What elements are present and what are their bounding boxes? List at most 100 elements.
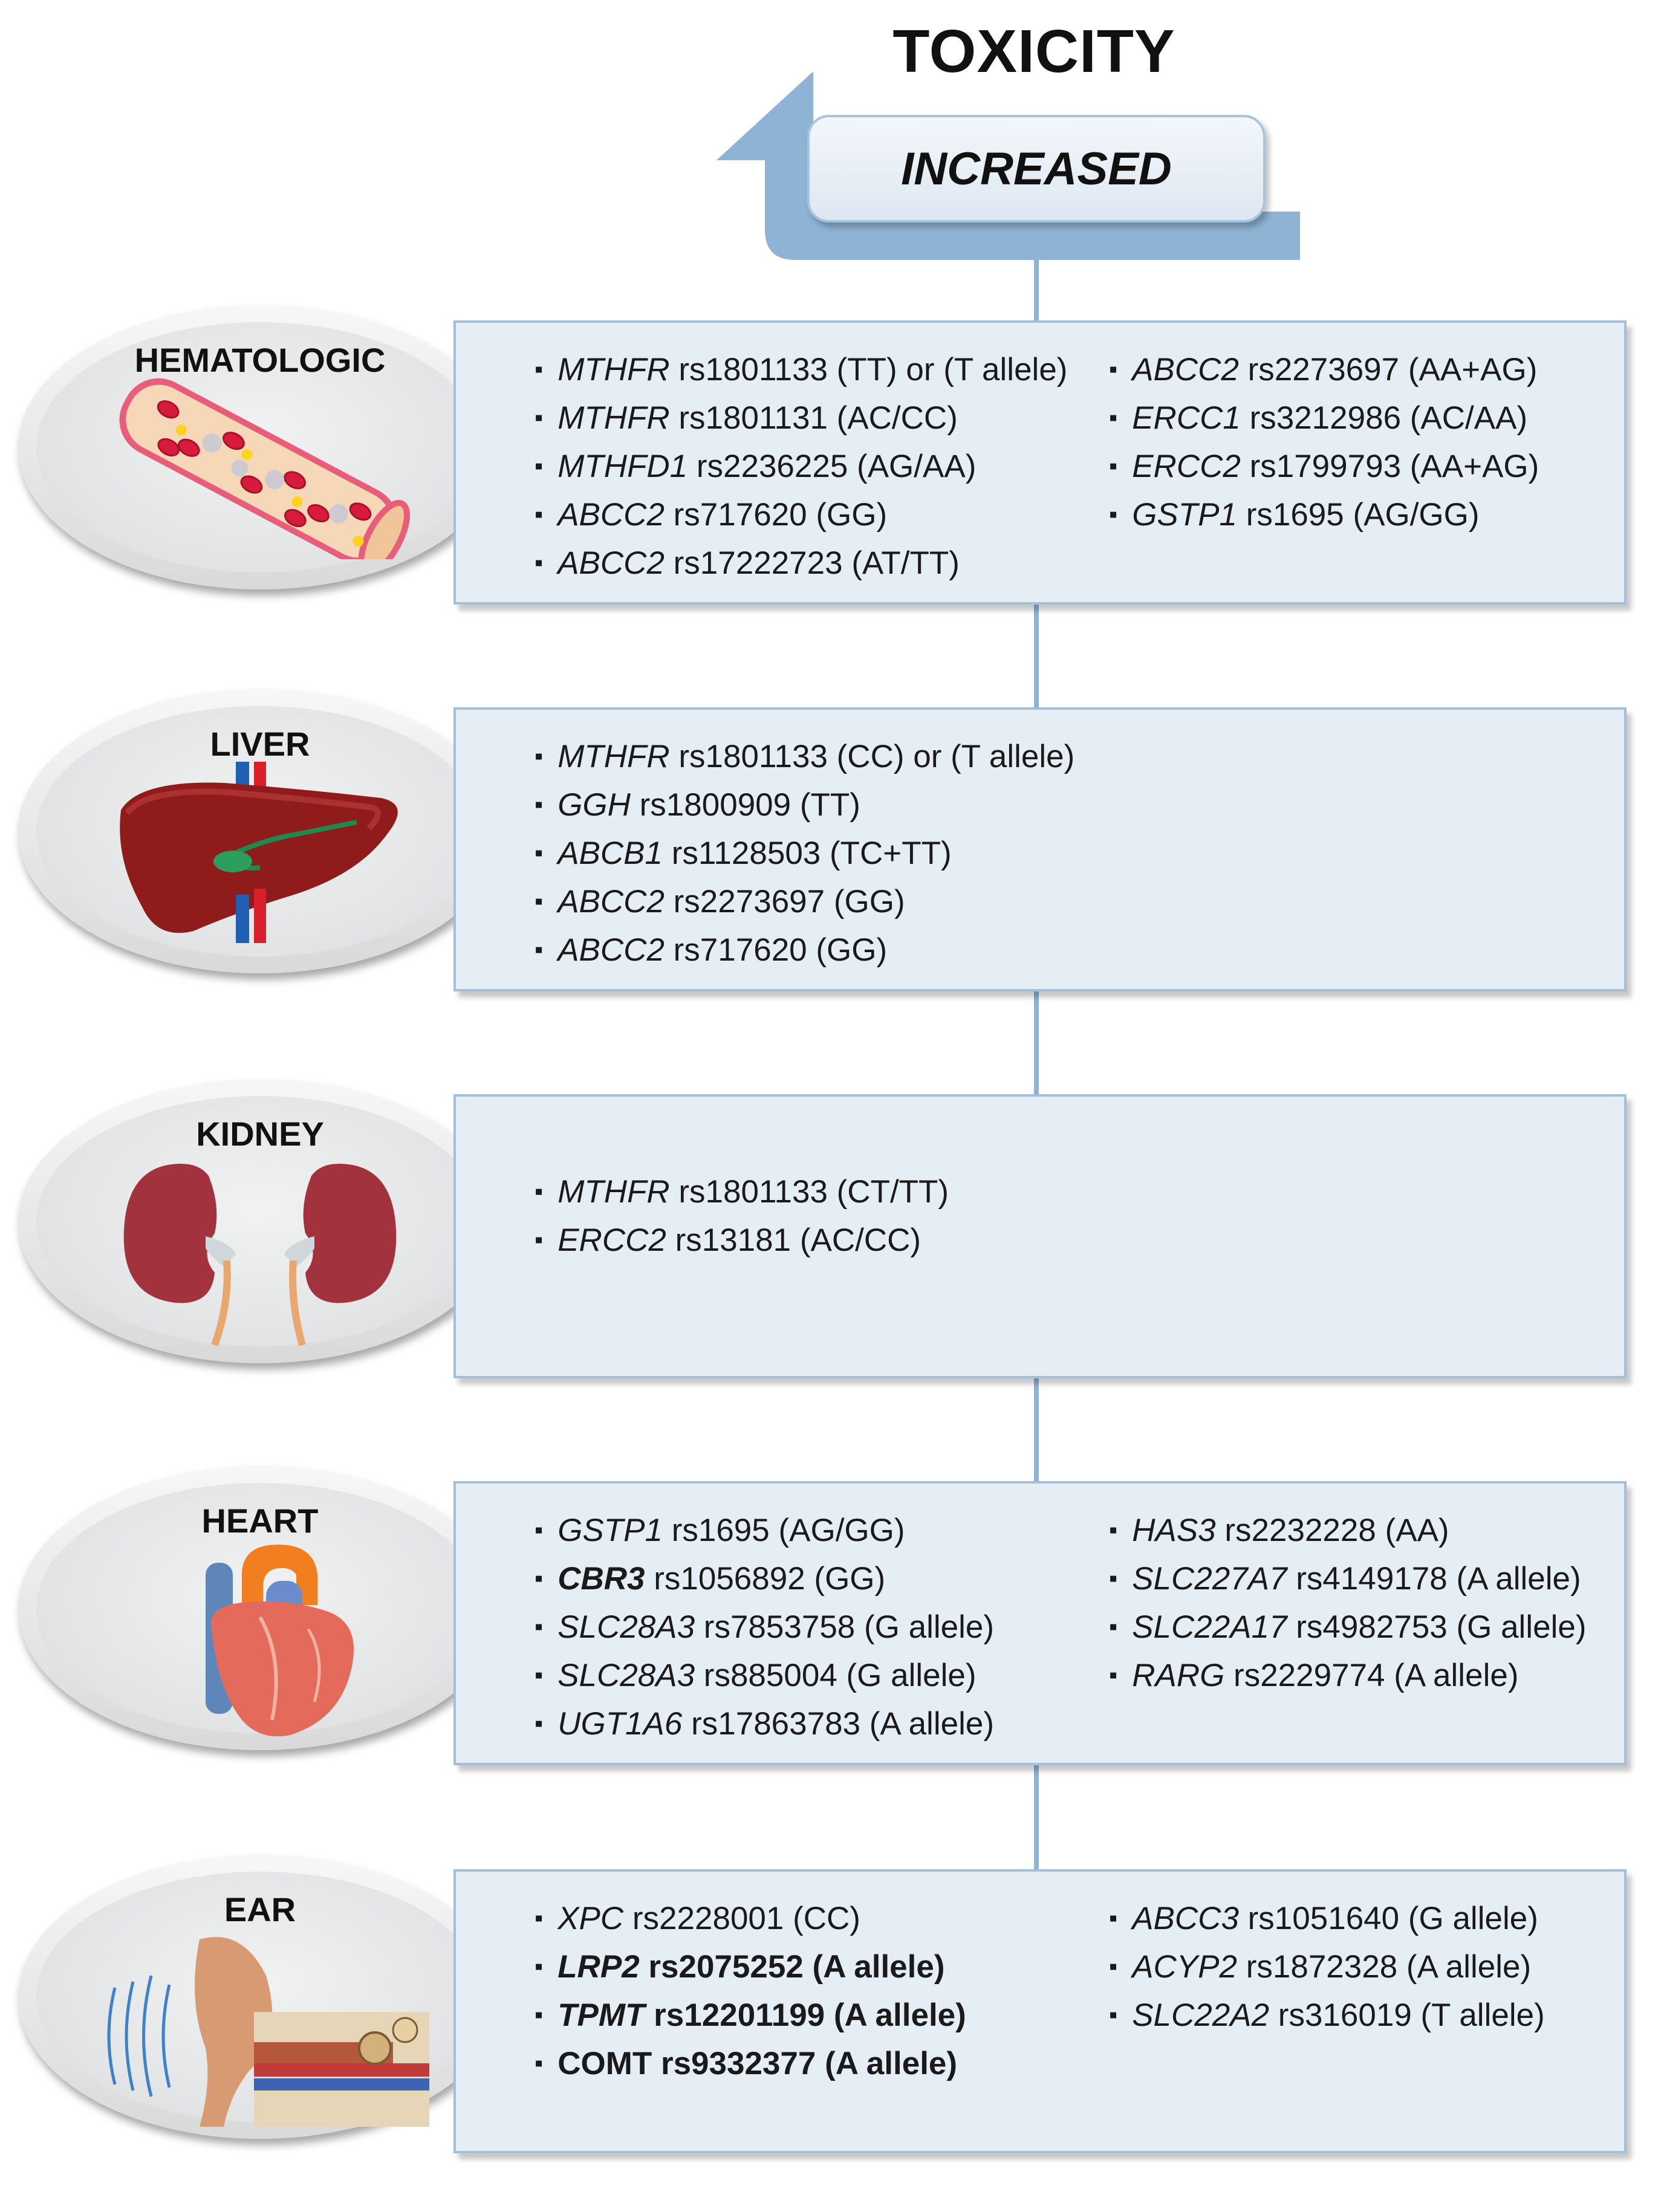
liver-icon <box>103 756 417 958</box>
variant-text: rs1801131 (AC/CC) <box>669 400 958 436</box>
gene-name: ERCC2 <box>557 1222 666 1258</box>
variant-text: rs316019 (T allele) <box>1269 1997 1545 2033</box>
variant-item: MTHFR rs1801131 (AC/CC) <box>535 395 1067 444</box>
gene-name: MTHFR <box>557 739 670 774</box>
gene-name: GGH <box>557 787 631 823</box>
gene-name: ERCC2 <box>1132 449 1241 484</box>
variant-text: rs13181 (AC/CC) <box>666 1222 921 1258</box>
variant-panel-ear: XPC rs2228001 (CC) LRP2 rs2075252 (A alle… <box>453 1869 1627 2153</box>
variant-item: ABCC3 rs1051640 (G allele) <box>1109 1896 1545 1944</box>
gene-name: RARG <box>1132 1658 1225 1693</box>
connector-line <box>1034 1378 1039 1481</box>
variant-text: rs1801133 (CC) or (T allele) <box>669 739 1075 774</box>
variant-item: GSTP1 rs1695 (AG/GG) <box>535 1508 994 1556</box>
variant-item: MTHFD1 rs2236225 (AG/AA) <box>535 444 1067 492</box>
variant-text: rs1801133 (TT) or (T allele) <box>669 352 1068 388</box>
variant-text: rs2228001 (CC) <box>623 1901 860 1936</box>
gene-name: ABCC2 <box>1132 352 1239 388</box>
organ-badge-inner <box>36 1096 484 1346</box>
organ-badge-hematologic: HEMATOLOGIC <box>18 305 502 589</box>
variant-item: SLC22A17 rs4982753 (G allele) <box>1109 1604 1586 1653</box>
organ-badge-liver: LIVER <box>18 689 502 973</box>
connector-line <box>1034 991 1039 1094</box>
variant-item: ABCC2 rs717620 (GG) <box>535 492 1067 540</box>
gene-name: ABCC3 <box>1132 1901 1239 1936</box>
variant-panel-hematologic: MTHFR rs1801133 (TT) or (T allele) MTHFR … <box>453 320 1627 605</box>
variant-item: COMT rs9332377 (A allele) <box>535 2041 966 2089</box>
gene-name: MTHFR <box>557 352 670 388</box>
organ-badge-kidney: KIDNEY <box>18 1079 502 1363</box>
variant-text: rs1695 (AG/GG) <box>662 1513 905 1548</box>
increased-label: INCREASED <box>807 115 1266 222</box>
gene-name: ABCC2 <box>557 545 665 581</box>
variant-text: rs717620 (GG) <box>664 497 888 533</box>
gene-name: XPC <box>557 1901 624 1936</box>
variant-item: SLC28A3 rs7853758 (G allele) <box>535 1604 994 1653</box>
variant-text: rs1128503 (TC+TT) <box>663 835 952 871</box>
organ-label: HEART <box>201 1502 319 1540</box>
gene-name: SLC227A7 <box>1132 1561 1287 1597</box>
variant-panel-heart: GSTP1 rs1695 (AG/GG)CBR3 rs1056892 (GG)S… <box>453 1481 1627 1765</box>
connector-line <box>1034 1765 1039 1869</box>
variant-text: rs1800909 (TT) <box>630 787 860 823</box>
variant-text: rs7853758 (G allele) <box>695 1609 995 1645</box>
variant-item: LRP2 rs2075252 (A allele) <box>535 1944 966 1993</box>
gene-name: ERCC1 <box>1132 400 1241 436</box>
connector-line <box>1034 260 1039 320</box>
gene-name: UGT1A6 <box>557 1706 683 1742</box>
variant-item: RARG rs2229774 (A allele) <box>1109 1653 1586 1701</box>
variant-item: HAS3 rs2232228 (AA) <box>1109 1508 1586 1556</box>
gene-name: SLC22A2 <box>1132 1997 1270 2033</box>
variant-text: rs1051640 (G allele) <box>1238 1901 1538 1936</box>
gene-name: ABCB1 <box>557 835 663 871</box>
variant-text: rs717620 (GG) <box>664 932 888 968</box>
variant-item: SLC22A2 rs316019 (T allele) <box>1109 1993 1545 2041</box>
variant-panel-kidney: MTHFR rs1801133 (CT/TT) ERCC2 rs13181 (AC… <box>453 1094 1627 1378</box>
variant-text: rs2236225 (AG/AA) <box>687 449 977 484</box>
organ-label: LIVER <box>210 725 310 763</box>
variant-text: rs2273697 (AA+AG) <box>1238 352 1538 388</box>
organ-badge-ear: EAR <box>18 1855 502 2139</box>
gene-name: LRP2 <box>557 1949 640 1985</box>
variant-list-right: HAS3 rs2232228 (AA)SLC227A7 rs4149178 (A… <box>1109 1508 1586 1701</box>
variant-item: SLC227A7 rs4149178 (A allele) <box>1109 1556 1586 1604</box>
variant-text: rs2232228 (AA) <box>1215 1513 1449 1548</box>
variant-item: ABCB1 rs1128503 (TC+TT) <box>535 831 1074 879</box>
variant-item: CBR3 rs1056892 (GG) <box>535 1556 994 1604</box>
connector-line <box>1034 605 1039 707</box>
gene-name: GSTP1 <box>557 1513 663 1548</box>
gene-name: ABCC2 <box>557 884 665 920</box>
variant-item: MTHFR rs1801133 (CT/TT) <box>535 1169 949 1218</box>
variant-text: rs1056892 (GG) <box>645 1561 886 1597</box>
gene-name: MTHFR <box>557 1174 670 1210</box>
variant-text: rs2273697 (GG) <box>664 884 905 920</box>
variant-list-left: MTHFR rs1801133 (TT) or (T allele) MTHFR … <box>535 347 1067 589</box>
organ-label: HEMATOLOGIC <box>134 341 386 379</box>
gene-name: GSTP1 <box>1132 497 1237 533</box>
variant-text: rs2075252 (A allele) <box>639 1949 945 1985</box>
variant-text: rs4982753 (G allele) <box>1287 1609 1587 1645</box>
variant-item: ABCC2 rs717620 (GG) <box>535 927 1074 976</box>
variant-text: rs1799793 (AA+AG) <box>1240 449 1539 484</box>
gene-name: SLC28A3 <box>557 1609 695 1645</box>
gene-name: ABCC2 <box>557 932 665 968</box>
variant-text: rs1695 (AG/GG) <box>1237 497 1480 533</box>
variant-text: rs17222723 (AT/TT) <box>664 545 960 581</box>
gene-name: ACYP2 <box>1132 1949 1237 1985</box>
ear-icon <box>91 1927 429 2130</box>
variant-item: ERCC1 rs3212986 (AC/AA) <box>1109 395 1539 444</box>
variant-text: rs885004 (G allele) <box>695 1658 977 1693</box>
organ-label: EAR <box>224 1890 296 1928</box>
gene-name: ABCC2 <box>557 497 665 533</box>
heart-icon <box>169 1539 387 1747</box>
diagram-title: TOXICITY <box>892 18 1175 85</box>
gene-name: SLC28A3 <box>557 1658 695 1693</box>
variant-text: rs2229774 (A allele) <box>1224 1658 1519 1693</box>
gene-name: HAS3 <box>1132 1513 1216 1548</box>
variant-text: rs4149178 (A allele) <box>1287 1561 1581 1597</box>
variant-list-left: MTHFR rs1801133 (CC) or (T allele) GGH rs… <box>535 734 1074 976</box>
gene-name: CBR3 <box>557 1561 645 1597</box>
gene-name: COMT <box>557 2046 652 2081</box>
organ-label: KIDNEY <box>196 1115 324 1153</box>
variant-item: GSTP1 rs1695 (AG/GG) <box>1109 492 1539 540</box>
